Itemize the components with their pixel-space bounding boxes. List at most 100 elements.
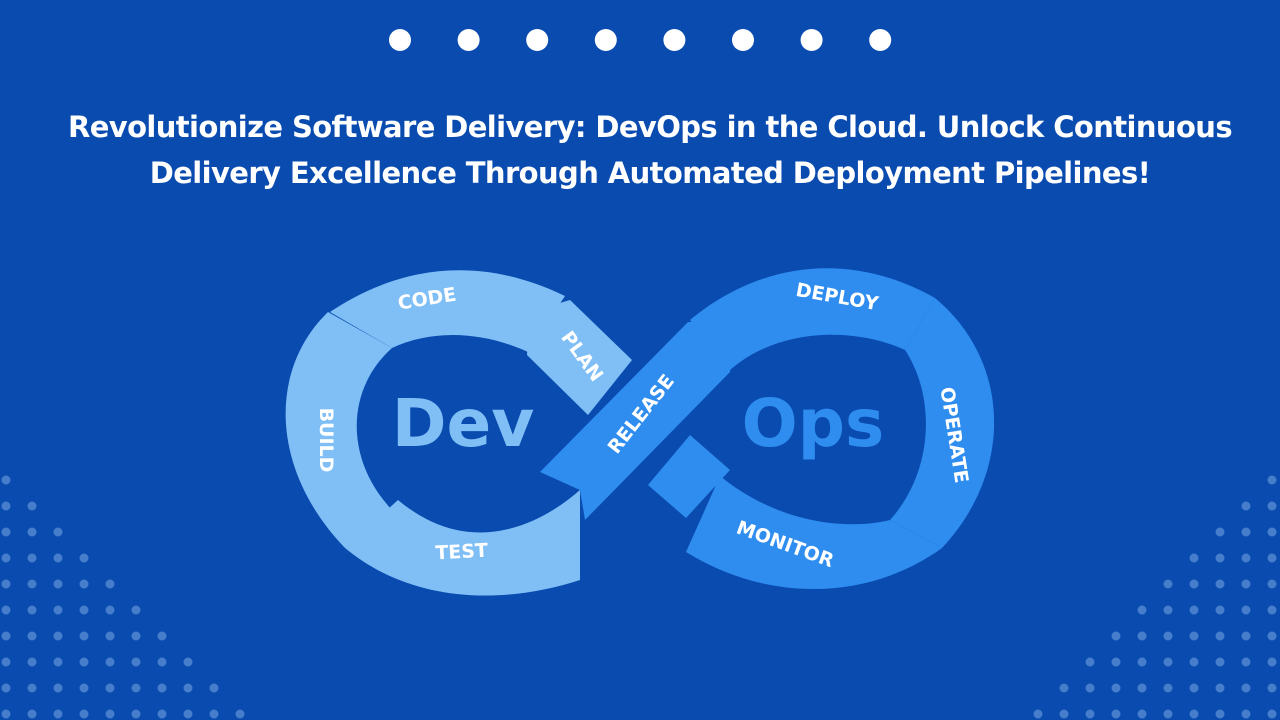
decorative-dot: [1241, 579, 1251, 589]
decorative-dot: [27, 631, 37, 641]
decorative-dot: [1241, 657, 1251, 667]
decorative-dot: [1, 657, 11, 667]
decorative-dot: [1137, 683, 1147, 693]
ops-loop: [540, 268, 995, 590]
decorative-dot: [131, 657, 141, 667]
headline-line-2: Delivery Excellence Through Automated De…: [149, 156, 1151, 190]
carousel-dot[interactable]: [732, 29, 754, 51]
decorative-dot: [1267, 475, 1277, 485]
segment-build: [285, 312, 392, 548]
ops-word: Ops: [742, 385, 885, 462]
decorative-dot: [79, 631, 89, 641]
carousel-dot[interactable]: [869, 29, 892, 51]
decorative-dot: [27, 527, 37, 537]
decorative-dot: [53, 605, 63, 615]
decorative-dot: [27, 605, 37, 615]
decorative-dot: [79, 579, 89, 589]
decorative-dot: [1267, 657, 1277, 667]
segment-connector: [648, 435, 730, 518]
decorative-dot: [1241, 683, 1251, 693]
decorative-dot: [1215, 605, 1225, 615]
carousel-dot[interactable]: [526, 29, 549, 51]
carousel-dot[interactable]: [389, 29, 411, 51]
decorative-dot: [1163, 605, 1173, 615]
decorative-dot: [79, 553, 89, 563]
decorative-dot: [1137, 657, 1147, 667]
decorative-dot: [1085, 683, 1095, 693]
decorative-dot: [183, 657, 193, 667]
decorative-dot: [79, 683, 89, 693]
decorative-dot: [53, 657, 63, 667]
decorative-dot: [1163, 579, 1173, 589]
decorative-dot: [105, 579, 115, 589]
decorative-dot: [1215, 631, 1225, 641]
decorative-dot: [131, 631, 141, 641]
decorative-dot: [53, 631, 63, 641]
decorative-dot: [1, 527, 11, 537]
decorative-dot: [1267, 501, 1277, 511]
decorative-dot: [1241, 605, 1251, 615]
decorative-dot: [53, 709, 63, 719]
decorative-dot: [1215, 579, 1225, 589]
decorative-dot: [1241, 553, 1251, 563]
decorative-dot: [53, 527, 63, 537]
decorative-dot: [1137, 605, 1147, 615]
decorative-dot: [27, 579, 37, 589]
headline-line-1: Revolutionize Software Delivery: DevOps …: [67, 110, 1233, 144]
decorative-dot: [105, 709, 115, 719]
dev-loop: [285, 270, 632, 596]
decorative-dot: [209, 683, 219, 693]
decorative-dot: [157, 709, 167, 719]
headline: Revolutionize Software Delivery: DevOps …: [60, 104, 1240, 196]
decorative-dot: [1163, 631, 1173, 641]
decorative-dot: [27, 553, 37, 563]
decorative-dot: [1189, 709, 1199, 719]
stage-label-test: TEST: [435, 540, 489, 565]
carousel-dot[interactable]: [594, 29, 617, 51]
decorative-dot: [1, 683, 11, 693]
decorative-dot: [1241, 527, 1251, 537]
decorative-dot: [27, 709, 37, 719]
decorative-dot: [1215, 709, 1225, 719]
dev-word: Dev: [392, 385, 535, 462]
decorative-dot: [1085, 657, 1095, 667]
carousel-dot[interactable]: [800, 29, 823, 51]
segment-code: [330, 270, 565, 352]
decorative-dot: [53, 683, 63, 693]
decorative-dot: [1267, 683, 1277, 693]
decorative-dot: [1163, 709, 1173, 719]
decorative-dot: [1059, 683, 1069, 693]
decorative-dot: [105, 683, 115, 693]
decorative-dot: [1267, 579, 1277, 589]
decorative-dot: [1215, 553, 1225, 563]
decorative-dot: [53, 579, 63, 589]
decorative-dot: [157, 657, 167, 667]
segment-test: [345, 490, 580, 596]
decorative-dot: [79, 657, 89, 667]
devops-infinity-diagram: CODE PLAN BUILD TEST RELEASE DEPLOY OPER…: [285, 268, 995, 596]
decorative-dot: [1189, 553, 1199, 563]
decorative-dot: [1, 501, 11, 511]
carousel-dot[interactable]: [457, 29, 480, 51]
decorative-dot: [1189, 579, 1199, 589]
decorative-dot: [1137, 631, 1147, 641]
decorative-dot: [1, 475, 11, 485]
decorative-dot: [27, 657, 37, 667]
decorative-dot: [1163, 657, 1173, 667]
decorative-dot: [1111, 631, 1121, 641]
decorative-dot-pattern-left: [1, 475, 245, 719]
decorative-dot: [1241, 709, 1251, 719]
decorative-dot: [1267, 631, 1277, 641]
decorative-dot: [209, 709, 219, 719]
carousel-dot[interactable]: [663, 29, 686, 51]
decorative-dot: [1, 605, 11, 615]
decorative-dot: [157, 683, 167, 693]
decorative-dot: [1189, 683, 1199, 693]
carousel-indicator[interactable]: [389, 29, 892, 51]
decorative-dot: [1189, 605, 1199, 615]
decorative-dot: [79, 709, 89, 719]
decorative-dot: [53, 553, 63, 563]
stage-label-build: BUILD: [315, 408, 337, 473]
decorative-dot: [131, 605, 141, 615]
